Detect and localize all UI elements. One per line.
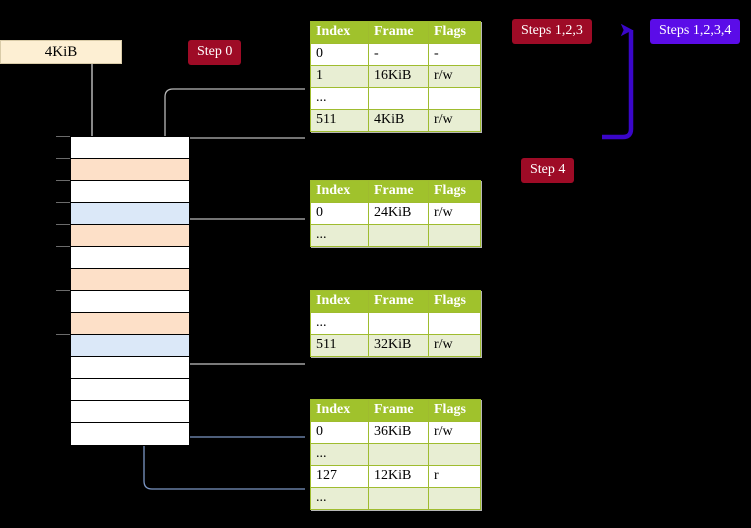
cell-frame: 4KiB (368, 109, 429, 132)
memory-frame-row (71, 137, 189, 159)
cell-flags: - (428, 43, 481, 66)
frame-size-label: 4KiB (0, 40, 122, 64)
memory-tick (56, 290, 70, 291)
cell-index: 0 (310, 202, 369, 225)
cell-index: 127 (310, 465, 369, 488)
column-header-frame: Frame (368, 399, 429, 422)
column-header-flags: Flags (428, 399, 481, 422)
memory-tick (56, 334, 70, 335)
cell-frame: 36KiB (368, 421, 429, 444)
cell-flags (428, 487, 481, 510)
memory-tick (56, 180, 70, 181)
cell-flags (428, 312, 481, 335)
memory-frame-row (71, 181, 189, 203)
memory-tick (56, 158, 70, 159)
cell-index: 511 (310, 109, 369, 132)
cell-index: 0 (310, 421, 369, 444)
column-header-index: Index (310, 180, 369, 203)
memory-tick (56, 202, 70, 203)
column-header-frame: Frame (368, 290, 429, 313)
column-header-flags: Flags (428, 180, 481, 203)
column-header-frame: Frame (368, 21, 429, 44)
column-header-flags: Flags (428, 290, 481, 313)
memory-frame-row (71, 291, 189, 313)
physical-memory-column (70, 136, 190, 446)
cell-index: ... (310, 87, 369, 110)
cell-frame: 32KiB (368, 334, 429, 357)
cell-flags: r/w (428, 202, 481, 225)
column-header-frame: Frame (368, 180, 429, 203)
cell-index: 0 (310, 43, 369, 66)
table-row: ... (310, 312, 481, 335)
memory-frame-row (71, 247, 189, 269)
frame-size-text: 4KiB (44, 43, 78, 60)
table-row: ... (310, 87, 481, 110)
memory-tick (56, 246, 70, 247)
table-row: 0-- (310, 43, 481, 66)
cell-index: 1 (310, 65, 369, 88)
badge-step-0: Step 0 (188, 40, 242, 65)
cell-frame: 24KiB (368, 202, 429, 225)
memory-frame-row (71, 159, 189, 181)
cell-flags: r/w (428, 421, 481, 444)
memory-frame-row (71, 401, 189, 423)
cell-flags: r/w (428, 65, 481, 88)
cell-index: 511 (310, 334, 369, 357)
cell-flags: r (428, 465, 481, 488)
memory-frame-row (71, 203, 189, 225)
table-row: ... (310, 443, 481, 466)
memory-frame-row (71, 225, 189, 247)
badge-step-4: Step 4 (521, 158, 575, 183)
column-header-index: Index (310, 399, 369, 422)
cell-index: ... (310, 224, 369, 247)
cell-frame (368, 87, 429, 110)
table-row: ... (310, 487, 481, 510)
memory-tick (56, 224, 70, 225)
cell-flags (428, 443, 481, 466)
cell-frame (368, 443, 429, 466)
cell-flags: r/w (428, 109, 481, 132)
memory-frame-row (71, 379, 189, 401)
cell-frame (368, 312, 429, 335)
column-header-index: Index (310, 21, 369, 44)
memory-frame-row (71, 423, 189, 445)
cell-frame (368, 224, 429, 247)
memory-frame-row (71, 357, 189, 379)
cell-flags (428, 87, 481, 110)
badge-steps-123: Steps 1,2,3 (512, 19, 592, 44)
cell-frame: 12KiB (368, 465, 429, 488)
cell-index: ... (310, 443, 369, 466)
table-row: ... (310, 224, 481, 247)
memory-frame-row (71, 335, 189, 357)
cell-flags: r/w (428, 334, 481, 357)
memory-frame-row (71, 269, 189, 291)
cell-frame: - (368, 43, 429, 66)
memory-tick (56, 136, 70, 137)
memory-frame-row (71, 313, 189, 335)
badge-steps-1234: Steps 1,2,3,4 (650, 19, 741, 44)
column-header-flags: Flags (428, 21, 481, 44)
cell-flags (428, 224, 481, 247)
cell-index: ... (310, 312, 369, 335)
column-header-index: Index (310, 290, 369, 313)
cell-frame: 16KiB (368, 65, 429, 88)
cell-index: ... (310, 487, 369, 510)
cell-frame (368, 487, 429, 510)
